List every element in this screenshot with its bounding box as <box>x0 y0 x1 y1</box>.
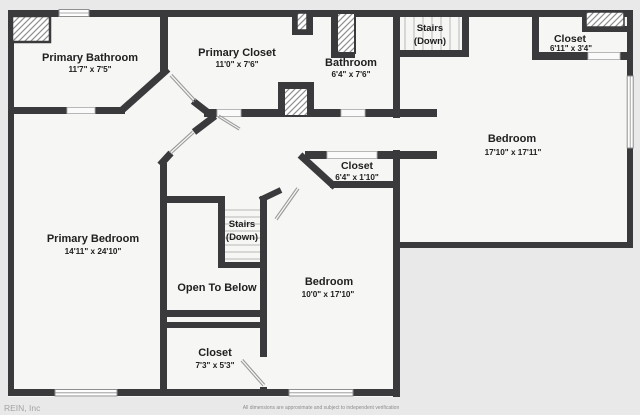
door-opening <box>66 107 96 114</box>
room-sub-stairs-upper: (Down) <box>414 36 446 47</box>
room-label-closet-south: Closet <box>198 347 232 359</box>
room-dims-closet-top-right: 6'11" x 3'4" <box>550 44 592 53</box>
shower-fixture-primary-bath <box>10 14 52 44</box>
room-label-primary-closet: Primary Closet <box>198 47 276 59</box>
room-label-closet-small: Closet <box>341 160 374 172</box>
stair-treads-middle <box>225 209 260 260</box>
room-label-open-to-below: Open To Below <box>177 282 257 294</box>
room-dims-closet-south: 7'3" x 5'3" <box>196 361 235 370</box>
window <box>58 9 90 17</box>
window <box>54 389 118 397</box>
disclaimer-text: All dimensions are approximate and subje… <box>243 405 400 411</box>
room-dims-bedroom-east: 17'10" x 17'11" <box>485 148 542 157</box>
shower-fixture-bathroom <box>336 12 356 54</box>
vanity-fixture <box>283 87 309 117</box>
room-dims-primary-closet: 11'0" x 7'6" <box>215 60 258 69</box>
room-label-bathroom: Bathroom <box>325 57 377 69</box>
room-label-stairs-upper: Stairs <box>417 23 443 34</box>
windows <box>54 9 634 397</box>
door-opening <box>340 109 366 117</box>
room-dims-bedroom-south: 10'0" x 17'10" <box>302 290 355 299</box>
door-leaves <box>169 73 300 387</box>
room-dims-primary-bathroom: 11'7" x 7'5" <box>68 65 111 74</box>
window <box>626 75 634 149</box>
room-dims-bathroom: 6'4" x 7'6" <box>332 70 371 79</box>
brand-text: REIN, Inc <box>4 403 41 413</box>
room-label-bedroom-south: Bedroom <box>305 276 354 288</box>
door-opening <box>216 109 242 117</box>
room-sub-stairs-middle: (Down) <box>226 232 258 243</box>
room-label-primary-bedroom: Primary Bedroom <box>47 233 140 245</box>
fixture-closet-top-right <box>585 11 625 28</box>
fixture-niche <box>296 12 308 31</box>
room-label-stairs-middle: Stairs <box>229 219 255 230</box>
room-labels: Primary Bathroom 11'7" x 7'5" Primary Cl… <box>42 23 592 370</box>
window <box>288 389 354 397</box>
room-label-primary-bathroom: Primary Bathroom <box>42 52 138 64</box>
fixtures <box>10 11 625 117</box>
door-openings <box>66 52 621 159</box>
door-opening <box>326 151 378 159</box>
room-dims-primary-bedroom: 14'11" x 24'10" <box>65 247 122 256</box>
stair-treads-upper <box>404 17 460 50</box>
room-label-bedroom-east: Bedroom <box>488 133 537 145</box>
room-dims-closet-small: 6'4" x 1'10" <box>335 173 379 182</box>
diagonal-walls <box>118 66 338 203</box>
door-opening <box>587 52 621 60</box>
room-label-closet-top-right: Closet <box>554 33 587 45</box>
